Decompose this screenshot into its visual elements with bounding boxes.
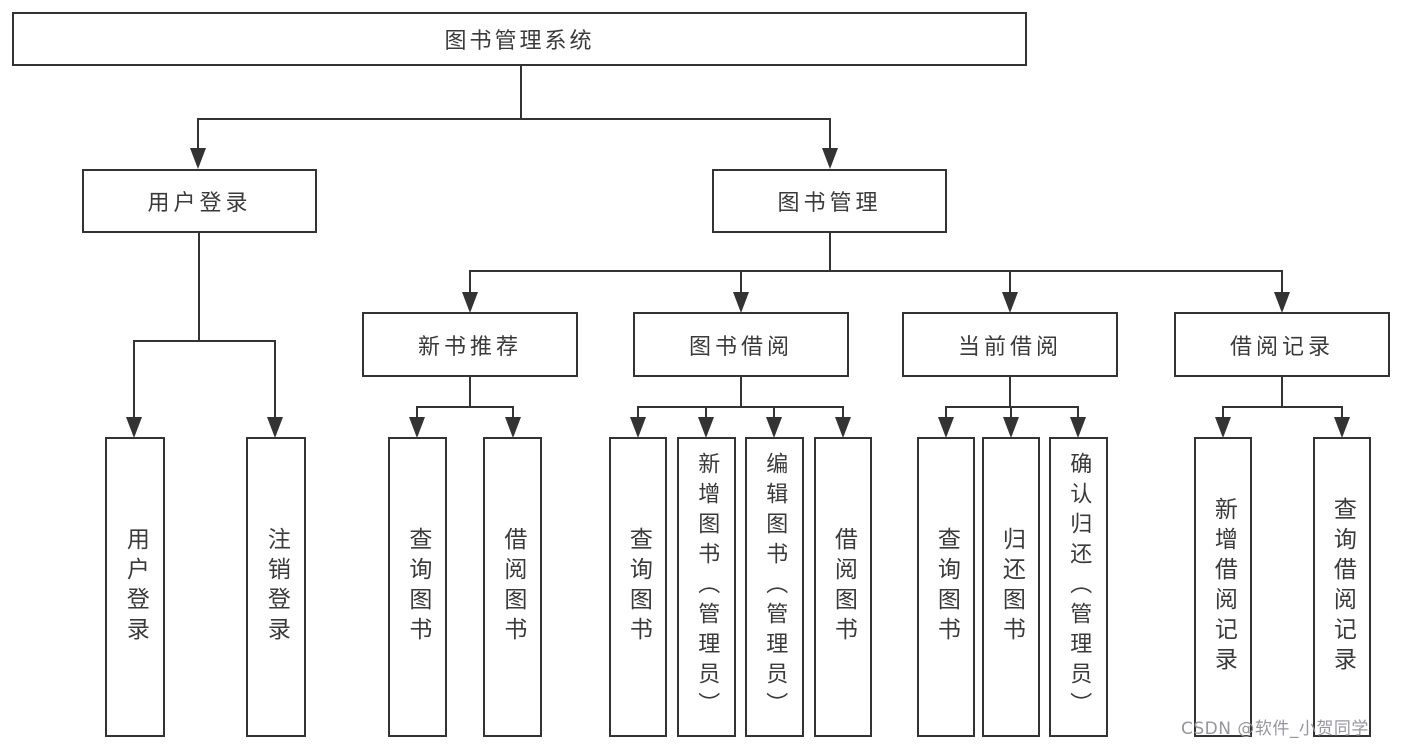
leaf-label: 确认归还（管理员） [1066,452,1092,722]
connector-line [1009,270,1011,294]
leaf-current-return-book: 归还图书 [982,437,1040,737]
connector-line [1341,406,1343,420]
arrow-down-icon [1002,292,1018,313]
leaf-label: 注销登录 [263,527,290,647]
connector-line [416,406,514,408]
connector-line [274,340,276,418]
connector-line [829,118,831,150]
connector-line [740,270,742,294]
connector-line [1077,406,1079,420]
connector-line [133,340,135,418]
node-new-book-recommend: 新书推荐 [362,312,578,377]
leaf-user-login: 用户登录 [105,437,165,737]
leaf-logout: 注销登录 [246,437,306,737]
connector-line [469,270,471,294]
connector-line [829,233,831,271]
connector-line [842,406,844,420]
connector-line [705,406,707,420]
node-label: 借阅记录 [1229,334,1334,360]
connector-line [1009,377,1011,408]
arrow-down-icon [190,148,206,169]
connector-line [133,340,276,342]
arrow-down-icon [126,417,142,438]
node-label: 新书推荐 [417,334,522,360]
node-label: 图书借阅 [688,334,793,360]
connector-line [469,377,471,408]
leaf-recommend-borrow-book: 借阅图书 [483,437,542,737]
leaf-label: 编辑图书（管理员） [762,452,788,722]
connector-line [1010,406,1012,420]
connector-line [1281,377,1283,408]
connector-line [197,118,199,150]
arrow-down-icon [505,417,521,438]
leaf-label: 新增借阅记录 [1210,497,1237,677]
leaf-records-query-record: 查询借阅记录 [1313,437,1371,737]
arrow-down-icon [938,417,954,438]
arrow-down-icon [835,417,851,438]
arrow-down-icon [630,417,646,438]
node-current-borrowing: 当前借阅 [902,312,1118,377]
node-label: 图书管理 [777,191,882,216]
leaf-label: 查询借阅记录 [1329,497,1356,677]
arrow-down-icon [733,292,749,313]
node-label: 图书管理系统 [444,29,595,54]
arrow-down-icon [766,417,782,438]
connector-line [945,406,947,420]
connector-line [1222,406,1224,420]
connector-line [197,118,831,120]
arrow-down-icon [822,148,838,169]
connector-line [416,406,418,420]
leaf-borrowing-add-book-admin: 新增图书（管理员） [677,437,736,737]
leaf-borrowing-query-book: 查询图书 [609,437,667,737]
connector-line [1222,406,1343,408]
arrow-down-icon [1003,417,1019,438]
leaf-current-confirm-return-admin: 确认归还（管理员） [1049,437,1108,737]
arrow-down-icon [698,417,714,438]
leaf-label: 归还图书 [998,527,1025,647]
node-book-management: 图书管理 [712,169,947,233]
arrow-down-icon [1274,292,1290,313]
connector-line [520,66,522,120]
leaf-label: 借阅图书 [830,527,857,647]
node-library-management-system: 图书管理系统 [12,12,1027,66]
connector-line [740,377,742,408]
node-book-borrowing: 图书借阅 [633,312,849,377]
connector-line [637,406,844,408]
connector-line [637,406,639,420]
leaf-label: 用户登录 [122,527,149,647]
leaf-borrowing-edit-book-admin: 编辑图书（管理员） [745,437,804,737]
arrow-down-icon [1334,417,1350,438]
arrow-down-icon [1070,417,1086,438]
leaf-label: 查询图书 [404,527,431,647]
connector-line [1281,270,1283,294]
connector-line [469,270,1283,272]
connector-line [773,406,775,420]
leaf-recommend-query-book: 查询图书 [388,437,447,737]
connector-line [945,406,1079,408]
node-borrowing-records: 借阅记录 [1174,312,1390,377]
leaf-label: 借阅图书 [499,527,526,647]
connector-line [512,406,514,420]
arrow-down-icon [1215,417,1231,438]
leaf-label: 查询图书 [625,527,652,647]
arrow-down-icon [409,417,425,438]
leaf-current-query-book: 查询图书 [917,437,975,737]
csdn-watermark: CSDN @软件_小贺同学 [1181,719,1369,739]
node-user-login: 用户登录 [82,169,317,233]
leaf-label: 查询图书 [933,527,960,647]
arrow-down-icon [267,417,283,438]
node-label: 用户登录 [147,191,252,216]
leaf-borrowing-borrow-book: 借阅图书 [814,437,872,737]
node-label: 当前借阅 [957,334,1062,360]
leaf-label: 新增图书（管理员） [694,452,720,722]
leaf-records-add-record: 新增借阅记录 [1194,437,1252,737]
connector-line [198,233,200,342]
arrow-down-icon [462,292,478,313]
